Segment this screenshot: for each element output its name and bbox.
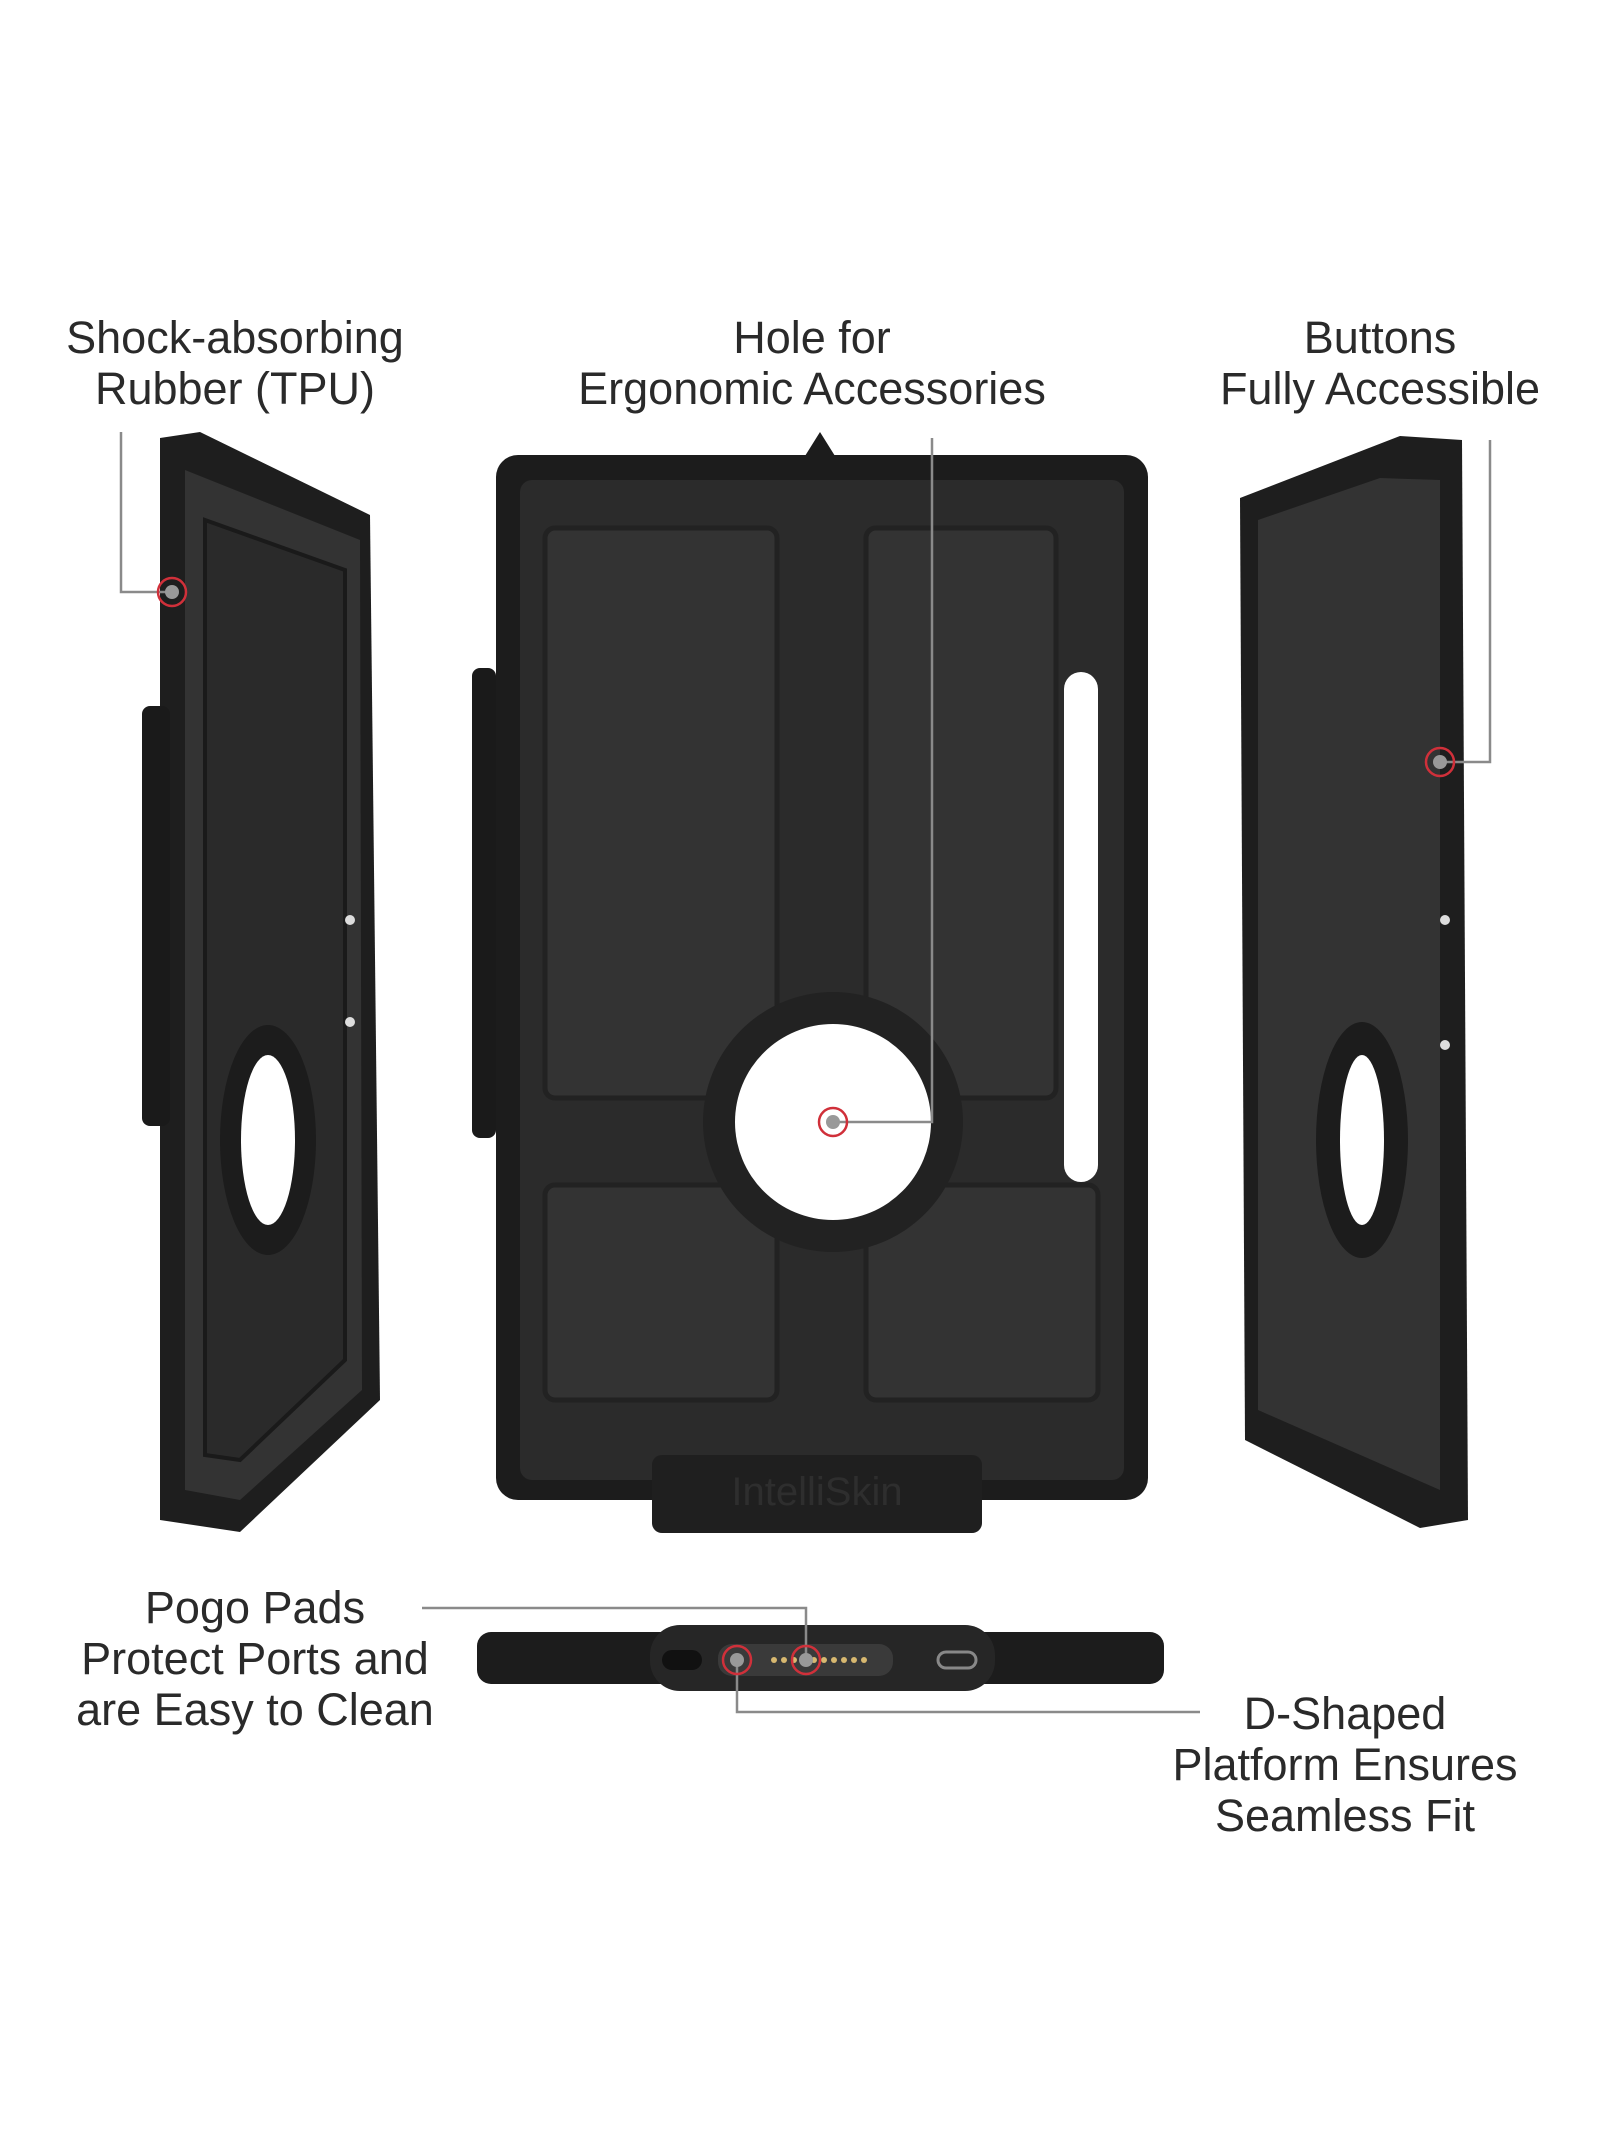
callout-text: Platform Ensures <box>1172 1739 1518 1790</box>
marker-icon <box>1424 746 1456 778</box>
callout-text: Fully Accessible <box>1219 363 1541 414</box>
marker-icon <box>817 1106 849 1138</box>
case-right-view <box>1240 436 1468 1528</box>
leader-lines <box>119 432 1492 1714</box>
callout-d-shaped: D-Shaped Platform Ensures Seamless Fit <box>1130 1688 1560 1841</box>
callout-shock-absorbing: Shock-absorbing Rubber (TPU) <box>30 312 440 414</box>
brand-logo: IntelliSkin <box>731 1470 902 1514</box>
callout-hole: Hole for Ergonomic Accessories <box>520 312 1104 414</box>
callout-text: Shock-absorbing <box>66 312 404 363</box>
marker-icon <box>790 1644 822 1676</box>
case-center-view: IntelliSkin <box>472 432 1148 1533</box>
callout-buttons: Buttons Fully Accessible <box>1180 312 1580 414</box>
case-left-view <box>142 432 380 1532</box>
callout-text: Hole for <box>733 312 891 363</box>
callout-text: Pogo Pads <box>144 1582 366 1633</box>
callout-text: Seamless Fit <box>1214 1790 1476 1841</box>
marker-icon <box>721 1644 753 1676</box>
marker-icons <box>156 576 1456 1676</box>
callout-text: Ergonomic Accessories <box>578 363 1046 414</box>
callout-text: are Easy to Clean <box>76 1684 434 1735</box>
callout-text: Buttons <box>1303 312 1457 363</box>
callout-text: Protect Ports and <box>81 1633 429 1684</box>
callout-text: Rubber (TPU) <box>94 363 376 414</box>
callout-text: D-Shaped <box>1243 1688 1447 1739</box>
marker-icon <box>156 576 188 608</box>
callout-pogo-pads: Pogo Pads Protect Ports and are Easy to … <box>30 1582 480 1735</box>
